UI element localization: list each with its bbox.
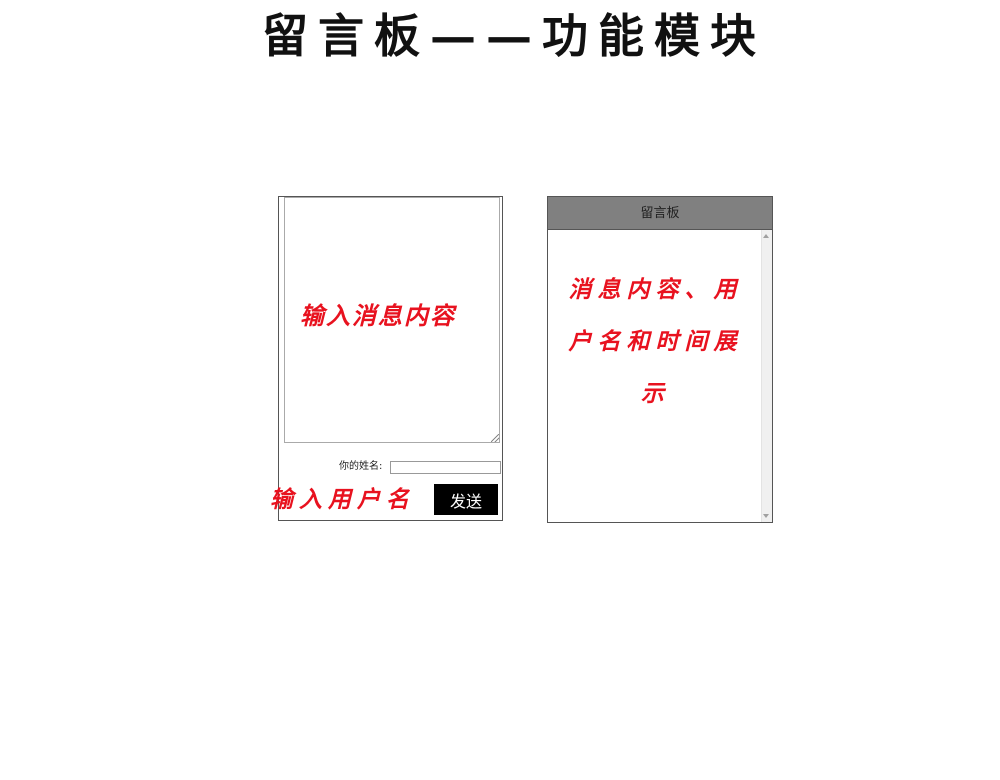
name-input[interactable]	[390, 461, 501, 474]
compose-panel: 你的姓名: 发送	[278, 196, 503, 521]
board-scrollbar[interactable]	[761, 230, 772, 522]
resize-grip-icon[interactable]	[491, 434, 499, 442]
page-heading: 留言板——功能模块	[262, 9, 766, 63]
message-textarea[interactable]	[284, 197, 500, 443]
annotation-board-display: 消息内容、用户名和时间展示	[568, 276, 743, 407]
annotation-username-input: 输入用户名	[270, 486, 415, 513]
name-label: 你的姓名:	[339, 461, 383, 472]
scroll-up-icon[interactable]	[763, 234, 769, 238]
send-button[interactable]: 发送	[434, 484, 498, 515]
board-header: 留言板	[548, 197, 772, 230]
annotation-message-input: 输入消息内容	[300, 301, 456, 330]
message-board-panel: 留言板	[547, 196, 773, 523]
scroll-down-icon[interactable]	[763, 514, 769, 518]
